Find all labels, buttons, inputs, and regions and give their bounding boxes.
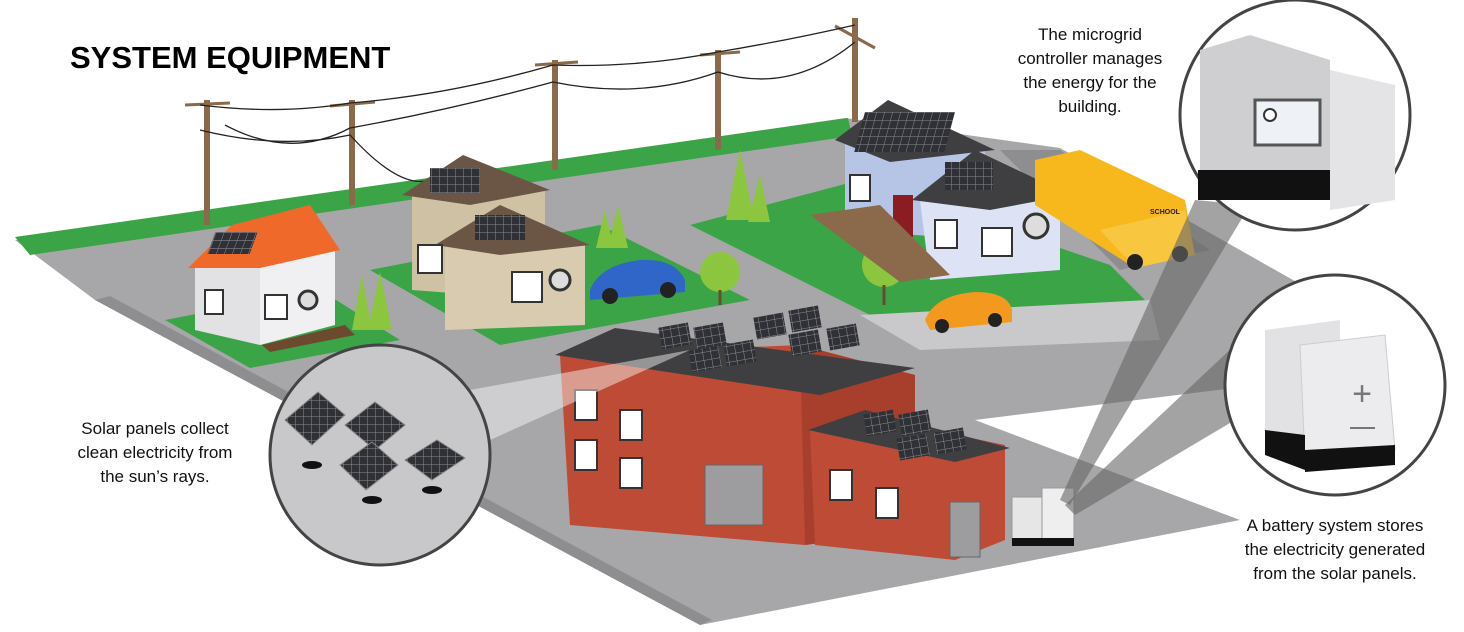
callout-line: clean electricity from	[78, 443, 233, 462]
solar-callout: Solar panels collect clean electricity f…	[78, 419, 233, 486]
battery-beam	[1065, 345, 1235, 515]
house-blue	[810, 100, 1070, 282]
battery-units-small	[1011, 487, 1075, 546]
callout-line: the sun’s rays.	[100, 467, 209, 486]
svg-text:+: +	[1352, 375, 1372, 413]
battery-zoom-circle: +	[1223, 273, 1447, 497]
callout-line: A battery system stores	[1247, 516, 1424, 535]
controller-callout: The microgrid controller manages the ene…	[1018, 25, 1163, 116]
callout-line: The microgrid	[1038, 25, 1142, 44]
callout-line: the energy for the	[1023, 73, 1156, 92]
electric-car-blue	[590, 259, 685, 304]
callout-line: building.	[1058, 97, 1121, 116]
page-title: SYSTEM EQUIPMENT	[70, 40, 390, 75]
house-tan	[402, 155, 590, 330]
school-bus: SCHOOL	[1035, 150, 1195, 270]
callout-line: from the solar panels.	[1253, 564, 1416, 583]
callout-line: Solar panels collect	[81, 419, 229, 438]
callout-line: the electricity generated	[1245, 540, 1426, 559]
solar-panels-zoom-circle	[268, 343, 492, 567]
car-orange	[925, 292, 1012, 333]
bus-label: SCHOOL	[1150, 209, 1181, 216]
battery-callout: A battery system stores the electricity …	[1245, 516, 1426, 583]
house-small	[188, 205, 355, 352]
controller-zoom-circle	[1178, 0, 1412, 232]
controller-beam	[1060, 200, 1250, 505]
school-building	[555, 305, 1010, 560]
power-lines	[184, 18, 876, 225]
callout-line: controller manages	[1018, 49, 1163, 68]
solar-beam	[470, 350, 690, 440]
